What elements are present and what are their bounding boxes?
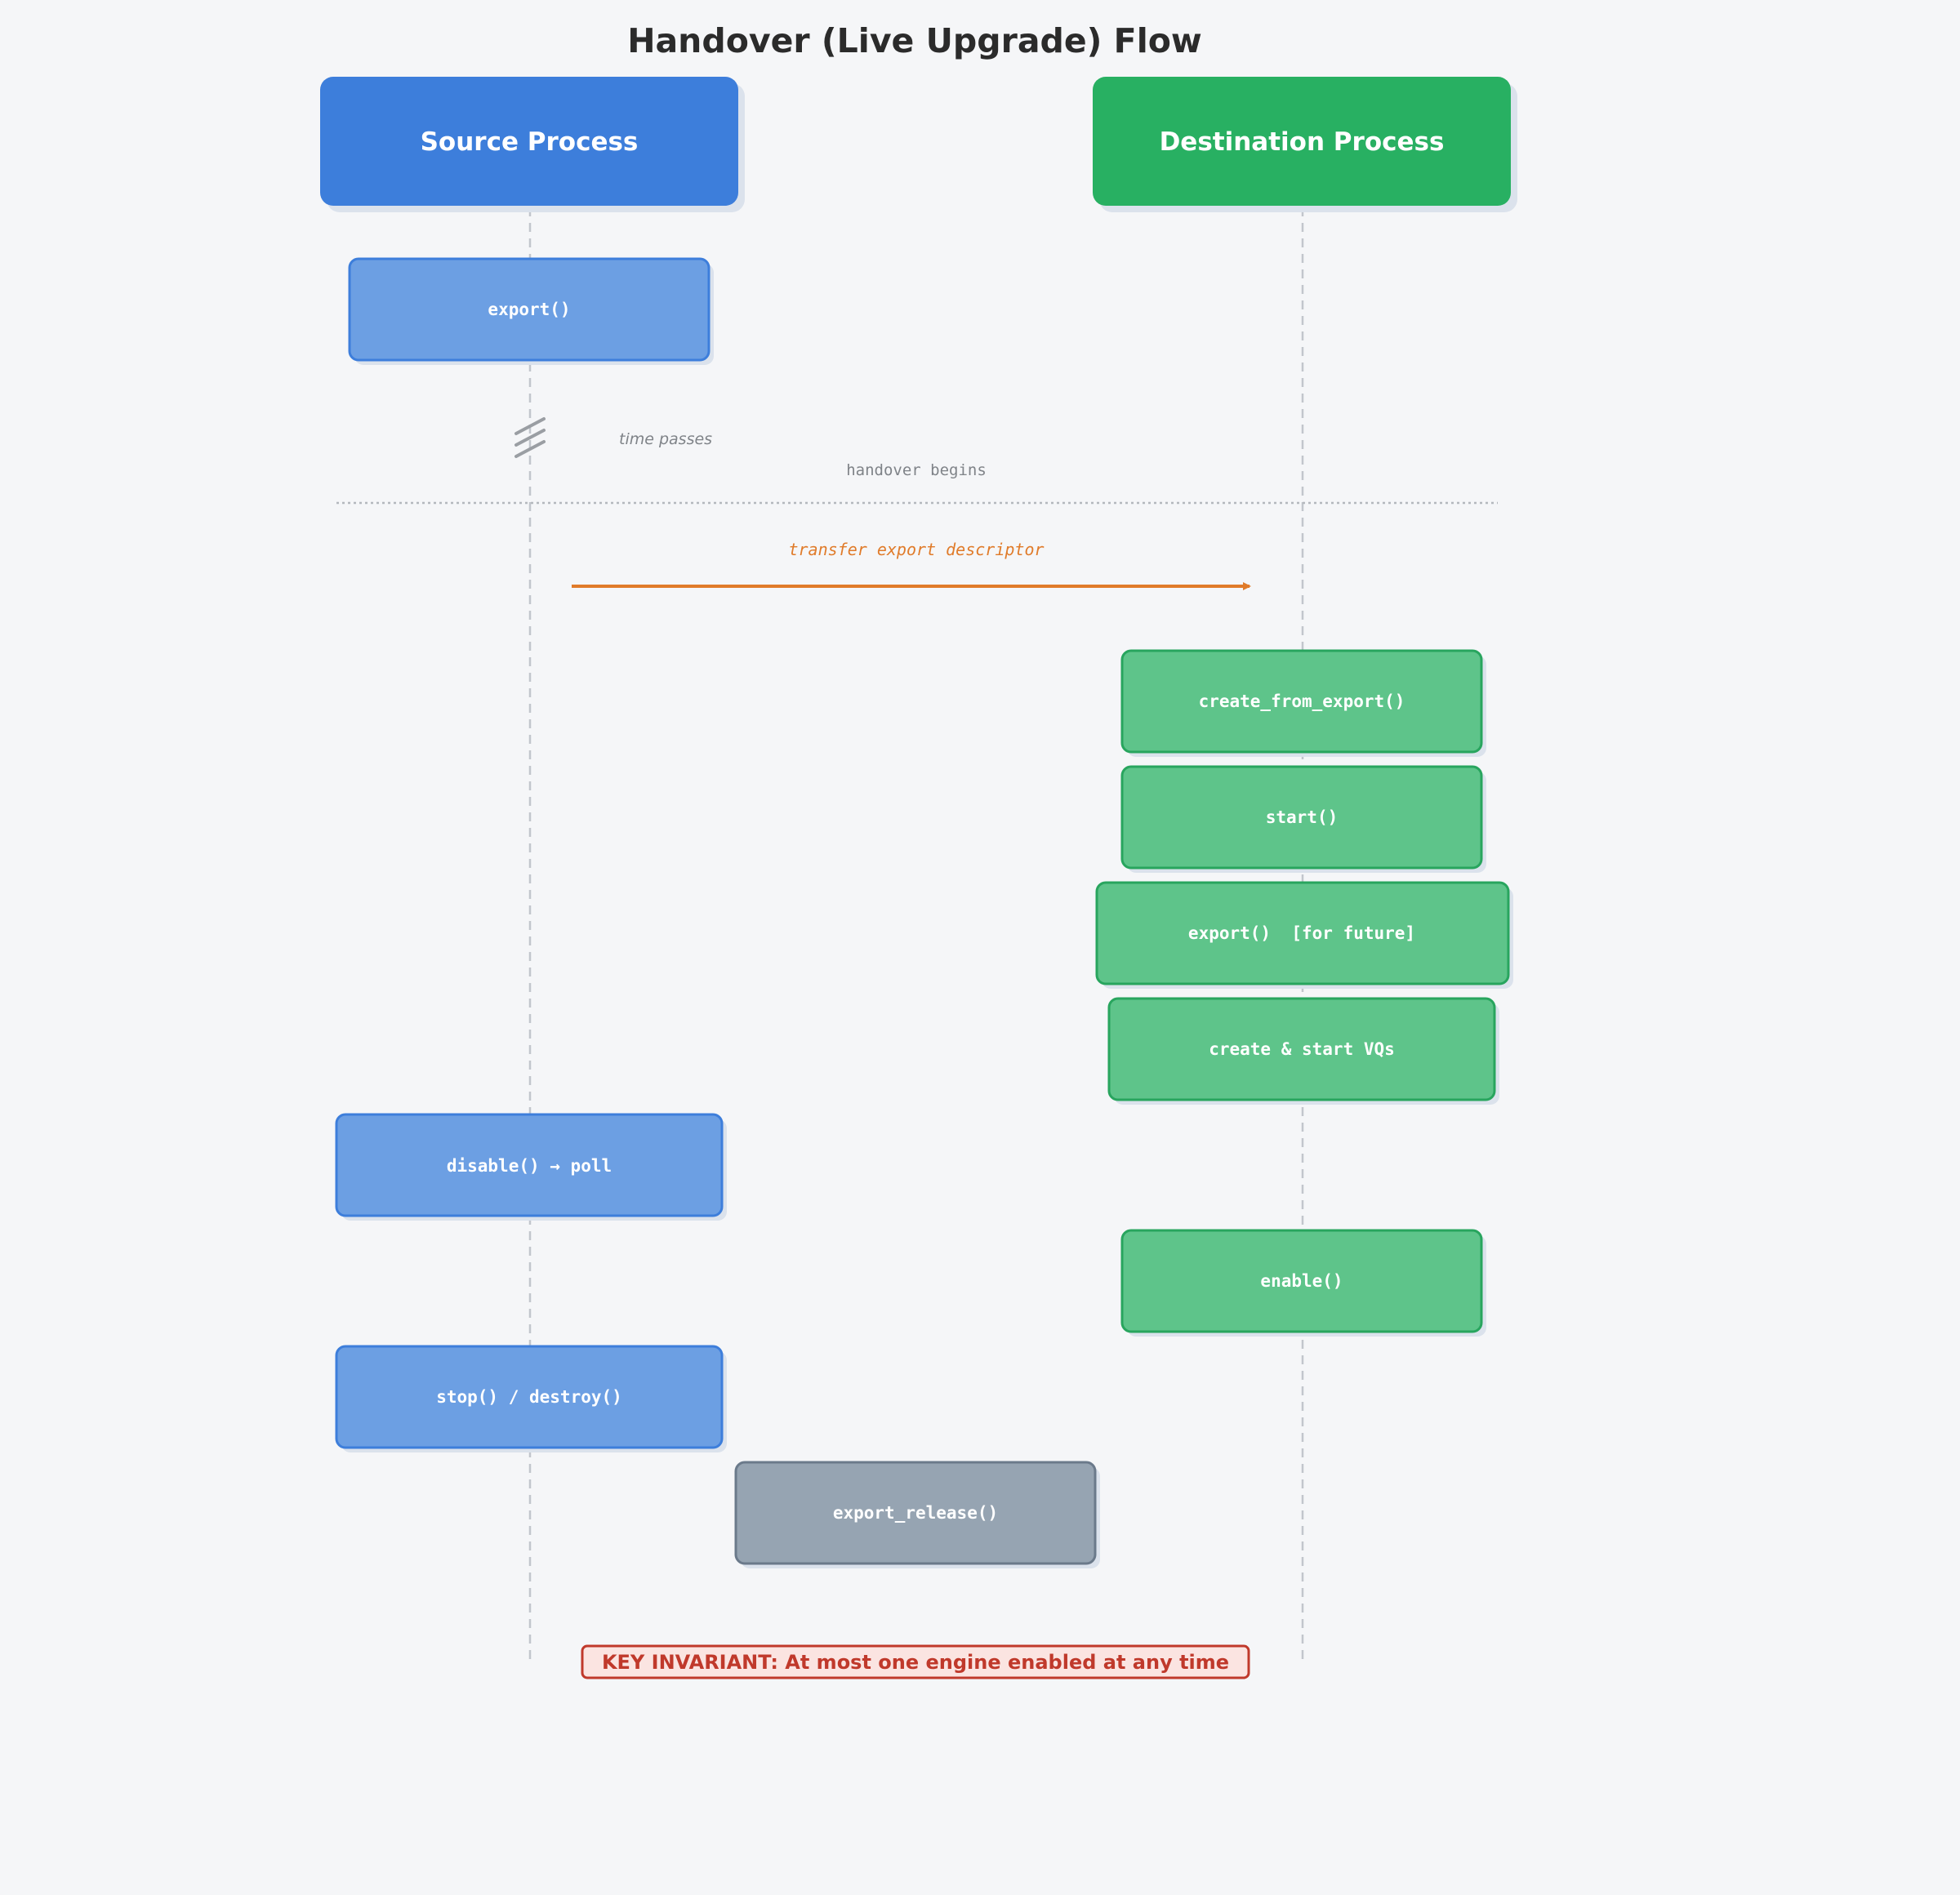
key-invariant-text: KEY INVARIANT: At most one engine enable… xyxy=(602,1651,1229,1674)
step-export-release: export_release() xyxy=(734,1461,1100,1568)
destination-process-label: Destination Process xyxy=(1160,127,1445,157)
source-process-header: Source Process xyxy=(320,77,745,212)
step-stop-destroy: stop() / destroy() xyxy=(335,1345,727,1452)
step-enable-label: enable() xyxy=(1260,1271,1343,1291)
key-invariant-callout: KEY INVARIANT: At most one engine enable… xyxy=(581,1644,1250,1679)
step-create-from-export-label: create_from_export() xyxy=(1199,692,1405,711)
diagram-title: Handover (Live Upgrade) Flow xyxy=(627,21,1202,60)
step-create-start-vqs: create & start VQs xyxy=(1107,997,1499,1105)
handover-begins-label: handover begins xyxy=(846,461,987,479)
step-disable-poll-label: disable() → poll xyxy=(447,1156,612,1176)
destination-process-header: Destination Process xyxy=(1093,77,1517,212)
source-process-label: Source Process xyxy=(421,127,639,157)
step-export-release-label: export_release() xyxy=(833,1503,998,1523)
step-enable: enable() xyxy=(1120,1229,1486,1337)
transfer-arrow-label: transfer export descriptor xyxy=(788,540,1044,559)
step-start: start() xyxy=(1120,765,1486,873)
step-start-label: start() xyxy=(1266,807,1339,827)
time-passes-note: time passes xyxy=(619,430,712,448)
time-break-icon xyxy=(514,417,546,458)
step-export-label: export() xyxy=(488,300,570,319)
step-create-start-vqs-label: create & start VQs xyxy=(1209,1039,1395,1059)
step-disable-poll: disable() → poll xyxy=(335,1113,727,1221)
step-export: export() xyxy=(348,257,714,365)
step-export-for-future-label: export() [for future] xyxy=(1188,923,1415,943)
step-export-for-future: export() [for future] xyxy=(1095,881,1513,989)
step-stop-destroy-label: stop() / destroy() xyxy=(436,1387,622,1407)
step-create-from-export: create_from_export() xyxy=(1120,649,1486,757)
